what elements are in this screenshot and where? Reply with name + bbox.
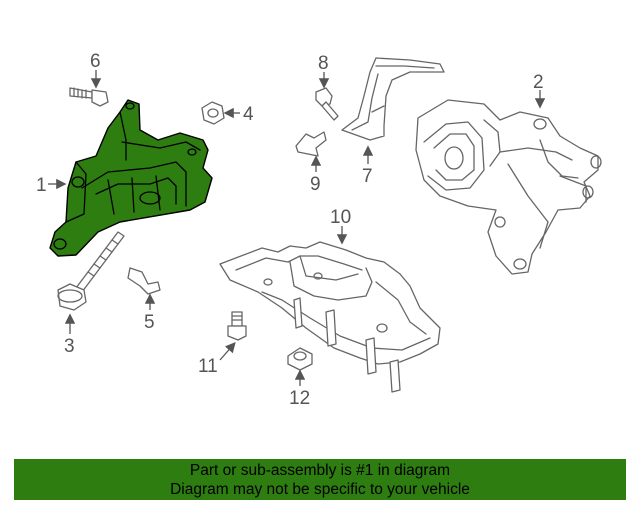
callout-3[interactable]: 3 [64,336,75,357]
parts-diagram: 1 2 3 4 5 6 7 8 9 10 11 12 [36,51,602,409]
part-2-mount-bracket[interactable] [415,99,602,275]
callout-8[interactable]: 8 [318,53,329,74]
callout-7[interactable]: 7 [362,166,373,187]
banner-line-2: Diagram may not be specific to your vehi… [170,481,470,498]
part-9-clip[interactable] [295,131,327,157]
callout-labels: 1 2 3 4 5 6 7 8 9 10 11 12 [36,51,544,409]
part-3-long-bolt[interactable] [57,231,125,311]
callout-9[interactable]: 9 [310,174,321,195]
callout-12[interactable]: 12 [289,388,310,409]
leader-lines [48,70,546,386]
part-6-bolt[interactable] [69,87,109,107]
part-11-stud[interactable] [227,311,247,341]
part-5-small-bolt[interactable] [127,267,161,295]
part-8-bolt[interactable] [315,87,339,121]
part-7-bracket[interactable] [341,57,445,141]
callout-5[interactable]: 5 [144,312,155,333]
part-4-nut[interactable] [201,101,225,125]
part-10-lower-plate[interactable] [219,241,441,393]
callout-4[interactable]: 4 [243,104,254,125]
info-banner: Part or sub-assembly is #1 in diagram Di… [14,459,626,500]
part-12-flange-nut[interactable] [287,347,313,371]
callout-2[interactable]: 2 [533,72,544,93]
leader-11 [219,342,236,361]
callout-10[interactable]: 10 [330,207,351,228]
banner-line-1: Part or sub-assembly is #1 in diagram [189,462,451,479]
callout-1[interactable]: 1 [36,175,47,196]
callout-11[interactable]: 11 [198,356,218,377]
callout-6[interactable]: 6 [90,51,101,72]
part-1-engine-mount[interactable] [49,99,213,257]
